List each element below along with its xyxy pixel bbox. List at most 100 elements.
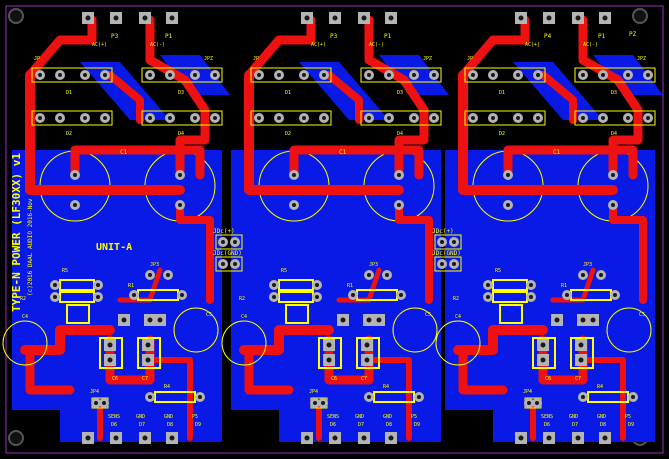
smd-pad-4-hole	[121, 317, 127, 323]
diode-pad-1-4-hole	[367, 116, 371, 120]
diode-pad-0-1-hole	[277, 73, 281, 77]
board-outline	[5, 5, 664, 454]
diode-pad-1-7-hole	[213, 116, 217, 120]
capacitor-c7-body	[570, 337, 594, 369]
diode-pad-1-6-hole	[626, 116, 630, 120]
jp-right-label: JPZ	[204, 56, 213, 62]
diode-pad-0-6-hole	[193, 73, 197, 77]
jumper-pad-b-2-hole	[452, 240, 456, 244]
resistor-r1-label: R1	[347, 283, 353, 289]
trace-p1	[578, 15, 643, 175]
capacitor-c6-label: C6	[112, 376, 118, 382]
jumper-outline-0	[215, 234, 243, 250]
smd-pad-2-hole	[578, 342, 584, 348]
trace-bottom-left	[458, 345, 508, 395]
r4-pad-2-hole	[527, 401, 531, 405]
diode-pad-0-5-hole	[601, 73, 605, 77]
ground-pour-lower	[231, 150, 441, 442]
jumper-pad-a-2-hole	[440, 240, 444, 244]
r4-pad-0-hole	[581, 395, 585, 399]
capacitor-c4	[435, 320, 481, 366]
jumper-pad-a-3-hole	[440, 262, 444, 266]
smd-pad-5-hole	[580, 317, 586, 323]
diode-pad-0-4-hole	[581, 73, 585, 77]
bottom-sub-label-0: D6	[111, 422, 117, 428]
board-title: TYPE-N POWER (LF30XX) v1	[10, 153, 23, 312]
ac-plus-label: AC(+)	[92, 42, 107, 48]
jp3-label: JP3	[583, 262, 592, 268]
cap-pad-1-hole	[292, 203, 296, 207]
bottom-sub-label-3: D9	[195, 422, 201, 428]
bottom-label-2: GND	[383, 414, 392, 420]
diode-pad-1-3-hole	[103, 116, 107, 120]
bottom-label-3: P5	[411, 414, 417, 420]
res-pad-4-hole	[132, 293, 136, 297]
resistor-r4-label: R4	[383, 384, 389, 390]
diode-pad-0-6-hole	[626, 73, 630, 77]
bottom-sub-label-1: D7	[358, 422, 364, 428]
capacitor-c4-label: C4	[22, 314, 28, 320]
diode-pad-1-5-hole	[168, 116, 172, 120]
jumper-label-0: JDc(+)	[213, 228, 235, 235]
diode-outline-left-1	[31, 110, 113, 126]
diode-pad-1-5-hole	[387, 116, 391, 120]
diode-pad-0-3-hole	[322, 73, 326, 77]
resistor-r5-label: R5	[281, 268, 287, 274]
diode-pad-1-5-hole	[601, 116, 605, 120]
r4-pad-3-hole	[321, 401, 325, 405]
resistor-r4-label: R4	[597, 384, 603, 390]
diode-pad-1-4-hole	[581, 116, 585, 120]
trace-out-right	[395, 201, 433, 304]
res-pad-2-hole	[53, 295, 57, 299]
bottom-label-2: GND	[164, 414, 173, 420]
top-connector-pad-3-hole	[602, 15, 608, 21]
bottom-connector-pad-2-hole	[142, 435, 148, 441]
trace-d-link	[325, 71, 363, 124]
diode-pad-1-0-hole	[471, 116, 475, 120]
bottom-sub-label-1: D7	[572, 422, 578, 428]
ground-pour-lower	[445, 150, 655, 442]
capacitor-c5-label: C5	[206, 312, 212, 318]
res-pad-4-hole	[351, 293, 355, 297]
trace-reg-in	[20, 325, 115, 355]
diode-d2-label: D2	[499, 131, 505, 137]
smd-pad-1-hole	[107, 357, 113, 363]
res-pad-6-hole	[367, 273, 371, 277]
capacitor-c5-label: C5	[639, 312, 645, 318]
capacitor-c4-label: C4	[241, 314, 247, 320]
bottom-label-1: GND	[355, 414, 364, 420]
capacitor-c5	[392, 307, 438, 353]
bottom-label-2: GND	[597, 414, 606, 420]
smd-pad-6-hole	[157, 317, 163, 323]
bottom-connector-pad-3-hole	[169, 435, 175, 441]
jumper-outline-2	[434, 234, 462, 250]
cap-pad-0-hole	[292, 173, 296, 177]
cap-pad-0-hole	[506, 173, 510, 177]
diode-pad-0-6-hole	[412, 73, 416, 77]
diode-outline-left-0	[464, 67, 546, 83]
ac-minus-label: AC(-)	[369, 42, 384, 48]
r4-pad-0-hole	[148, 395, 152, 399]
trace-d-link	[539, 71, 577, 124]
jp4-label: JP4	[90, 389, 99, 395]
diode-outline-left-1	[464, 110, 546, 126]
diode-pad-0-2-hole	[516, 73, 520, 77]
jumper-label-1: JDc(GND)	[213, 250, 242, 257]
trace-p1	[145, 15, 210, 175]
jp3-label: JP3	[369, 262, 378, 268]
ac-minus-label: AC(-)	[150, 42, 165, 48]
smd-pad-0-hole	[326, 342, 332, 348]
smd-pad-2-hole	[145, 342, 151, 348]
top-connector-pad-1-hole	[113, 15, 119, 21]
trace-p1	[364, 15, 429, 175]
top-connector-label-0: P4	[544, 33, 552, 40]
bottom-connector-pad-0-hole	[304, 435, 310, 441]
diode-pad-0-1-hole	[491, 73, 495, 77]
bottom-connector-pad-2-hole	[361, 435, 367, 441]
trace-bottom-left	[244, 345, 294, 395]
top-connector-pad-3-hole	[388, 15, 394, 21]
